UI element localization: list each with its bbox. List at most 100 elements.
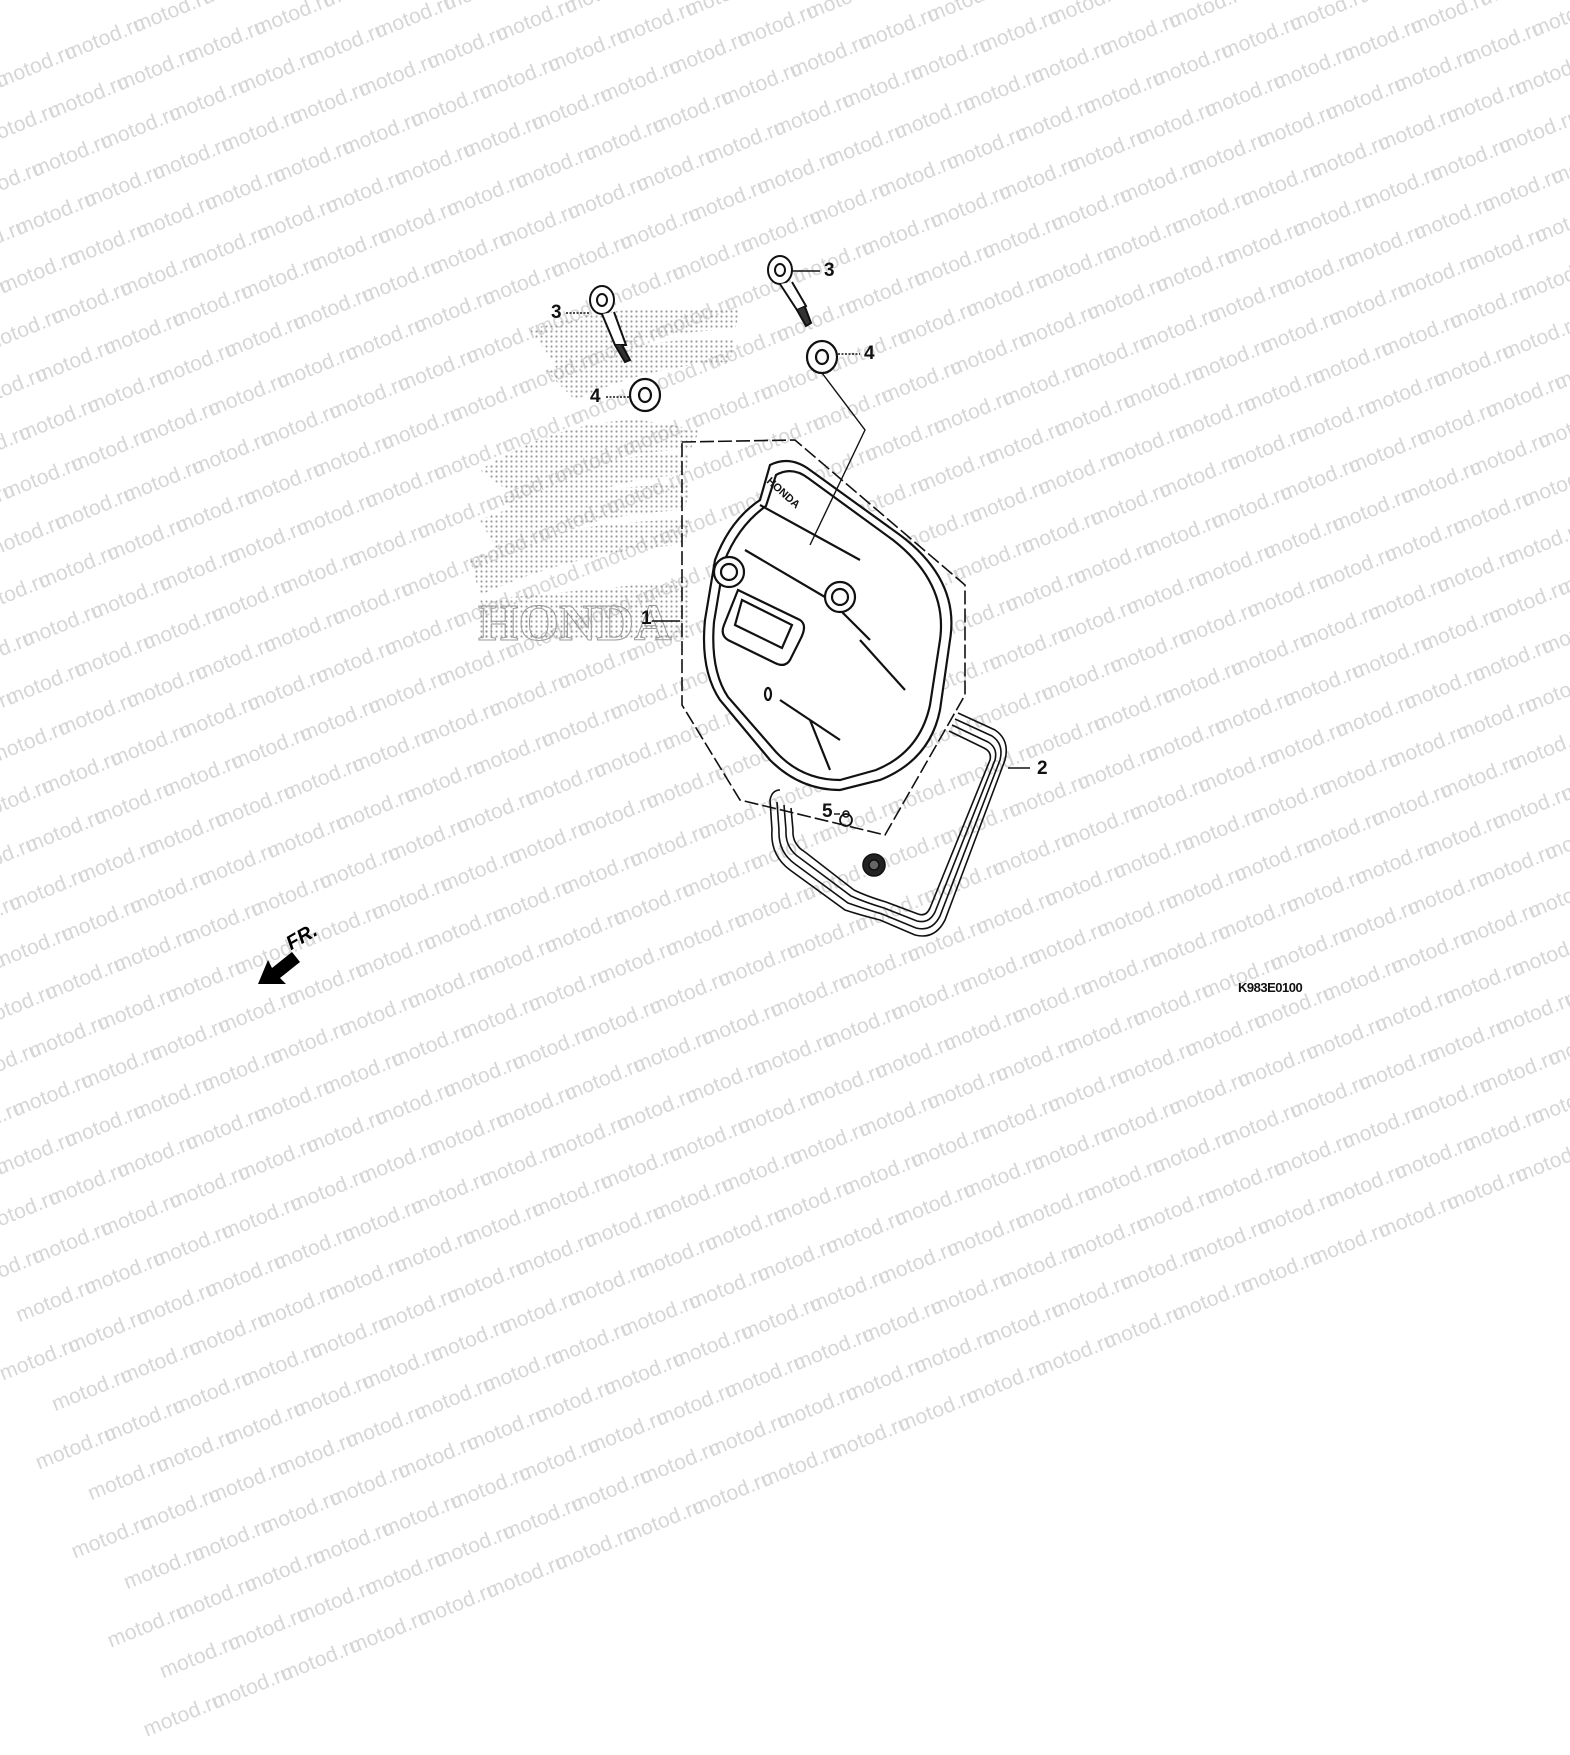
watermark-text: motod.ru bbox=[77, 1239, 164, 1311]
watermark-text: motod.ru bbox=[129, 1270, 216, 1342]
watermark-text: motod.ru bbox=[168, 1564, 255, 1636]
watermark-text: motod.ru bbox=[289, 1567, 376, 1639]
watermark-text: motod.ru bbox=[1302, 1210, 1389, 1282]
watermark-text: motod.ru bbox=[1008, 1173, 1095, 1245]
watermark-text: motod.ru bbox=[1112, 1235, 1199, 1307]
watermark-text: motod.ru bbox=[0, 1325, 78, 1397]
watermark-text: motod.ru bbox=[214, 1184, 301, 1256]
watermark-text: motod.ru bbox=[684, 1459, 771, 1531]
callout-2: 2 bbox=[1037, 758, 1048, 780]
watermark-text: motod.ru bbox=[253, 1478, 340, 1550]
watermark-text: motod.ru bbox=[302, 1303, 389, 1375]
watermark-text: motod.ru bbox=[318, 1245, 405, 1317]
watermark-text: motod.ru bbox=[616, 1487, 703, 1559]
watermark-text: motod.ru bbox=[596, 1340, 683, 1412]
watermark-text: motod.ru bbox=[959, 1349, 1046, 1421]
watermark-text: motod.ru bbox=[701, 1401, 788, 1473]
watermark-text: motod.ru bbox=[1060, 1204, 1147, 1276]
watermark-text: motod.ru bbox=[479, 1543, 566, 1615]
watermark-text: motod.ru bbox=[1165, 1265, 1252, 1337]
watermark-text: motod.ru bbox=[136, 1681, 223, 1753]
watermark-text: motod.ru bbox=[152, 1623, 239, 1695]
watermark-text: motod.ru bbox=[113, 1328, 200, 1400]
watermark-text: motod.ru bbox=[354, 1334, 441, 1406]
watermark-text: motod.ru bbox=[204, 1653, 291, 1725]
watermark-text: motod.ru bbox=[64, 1503, 151, 1575]
watermark-text: motod.ru bbox=[8, 1267, 95, 1339]
watermark-text: motod.ru bbox=[818, 1198, 905, 1270]
watermark-text: motod.ru bbox=[613, 1281, 700, 1353]
watermark-text: motod.ru bbox=[237, 1537, 324, 1609]
watermark-text: motod.ru bbox=[992, 1232, 1079, 1304]
watermark-text: motod.ru bbox=[1028, 1321, 1115, 1393]
watermark-text: motod.ru bbox=[769, 1373, 856, 1445]
watermark-text: motod.ru bbox=[96, 1386, 183, 1458]
watermark-text: motod.ru bbox=[132, 1475, 219, 1547]
watermark-text: motod.ru bbox=[753, 1432, 840, 1504]
watermark-text: motod.ru bbox=[273, 1626, 360, 1698]
watermark-text: motod.ru bbox=[717, 1343, 804, 1415]
watermark-text: motod.ru bbox=[923, 1260, 1010, 1332]
watermark-text: motod.ru bbox=[322, 1451, 409, 1523]
watermark-text: motod.ru bbox=[410, 1570, 497, 1642]
watermark-text: motod.ru bbox=[577, 1192, 664, 1264]
watermark-text: motod.ru bbox=[629, 1223, 716, 1295]
watermark-text: motod.ru bbox=[1181, 1207, 1268, 1279]
watermark-text: motod.ru bbox=[1044, 1262, 1131, 1334]
watermark-text: motod.ru bbox=[511, 1426, 598, 1498]
watermark-text: motod.ru bbox=[564, 1456, 651, 1528]
watermark-text: motod.ru bbox=[649, 1370, 736, 1442]
watermark-text: motod.ru bbox=[24, 1208, 111, 1280]
watermark-text: motod.ru bbox=[60, 1297, 147, 1369]
watermark-text: motod.ru bbox=[335, 1187, 422, 1259]
watermark-text: motod.ru bbox=[181, 1300, 268, 1372]
watermark-text: motod.ru bbox=[217, 1389, 304, 1461]
callout-4-left: 4 bbox=[590, 386, 601, 408]
watermark-text: motod.ru bbox=[407, 1365, 494, 1437]
watermark-text: motod.ru bbox=[907, 1318, 994, 1390]
watermark-text: motod.ru bbox=[508, 1220, 595, 1292]
watermark-text: motod.ru bbox=[544, 1309, 631, 1381]
watermark-text: motod.ru bbox=[822, 1404, 909, 1476]
watermark-text: motod.ru bbox=[198, 1242, 285, 1314]
watermark-text: motod.ru bbox=[28, 1414, 115, 1486]
honda-wing-logo bbox=[470, 308, 740, 641]
watermark-text: motod.ru bbox=[560, 1251, 647, 1323]
cylinder-head-cover[interactable] bbox=[704, 461, 951, 826]
watermark-text: motod.ru bbox=[201, 1448, 288, 1520]
washer-left[interactable] bbox=[630, 379, 660, 411]
watermark-text: motod.ru bbox=[456, 1189, 543, 1261]
watermark-text: motod.ru bbox=[887, 1170, 974, 1242]
washer-right[interactable] bbox=[807, 341, 837, 373]
watermark-text: motod.ru bbox=[250, 1273, 337, 1345]
watermark-text: motod.ru bbox=[854, 1287, 941, 1359]
watermark-text: motod.ru bbox=[341, 1598, 428, 1670]
watermark-text: motod.ru bbox=[733, 1284, 820, 1356]
watermark-text: motod.ru bbox=[838, 1346, 925, 1418]
watermark-text: motod.ru bbox=[786, 1315, 873, 1387]
watermark-text: motod.ru bbox=[423, 1306, 510, 1378]
watermark-text: motod.ru bbox=[185, 1506, 272, 1578]
watermark-text: motod.ru bbox=[390, 1423, 477, 1495]
watermark-text: motod.ru bbox=[358, 1540, 445, 1612]
watermark-text: motod.ru bbox=[234, 1331, 321, 1403]
watermark-text: motod.ru bbox=[80, 1445, 167, 1517]
watermark-text: motod.ru bbox=[1233, 1238, 1320, 1310]
watermark-text: motod.ru bbox=[459, 1395, 546, 1467]
watermark-text: motod.ru bbox=[528, 1367, 615, 1439]
watermark-text: motod.ru bbox=[44, 1356, 131, 1428]
watermark-text: motod.ru bbox=[975, 1290, 1062, 1362]
watermark-text: motod.ru bbox=[681, 1254, 768, 1326]
watermark-text: motod.ru bbox=[338, 1392, 425, 1464]
watermark-text: motod.ru bbox=[492, 1278, 579, 1350]
bolt-right[interactable] bbox=[768, 256, 811, 326]
watermark-text: motod.ru bbox=[0, 1236, 42, 1308]
watermark-text: motod.ru bbox=[871, 1229, 958, 1301]
watermark-text: motod.ru bbox=[580, 1398, 667, 1470]
watermark-text: motod.ru bbox=[1096, 1293, 1183, 1365]
callout-1: 1 bbox=[641, 608, 652, 630]
watermark-text: motod.ru bbox=[439, 1248, 526, 1320]
watermark-text: motod.ru bbox=[1371, 1182, 1458, 1254]
watermark-text: motod.ru bbox=[802, 1257, 889, 1329]
watermark-text: motod.ru bbox=[698, 1195, 785, 1267]
